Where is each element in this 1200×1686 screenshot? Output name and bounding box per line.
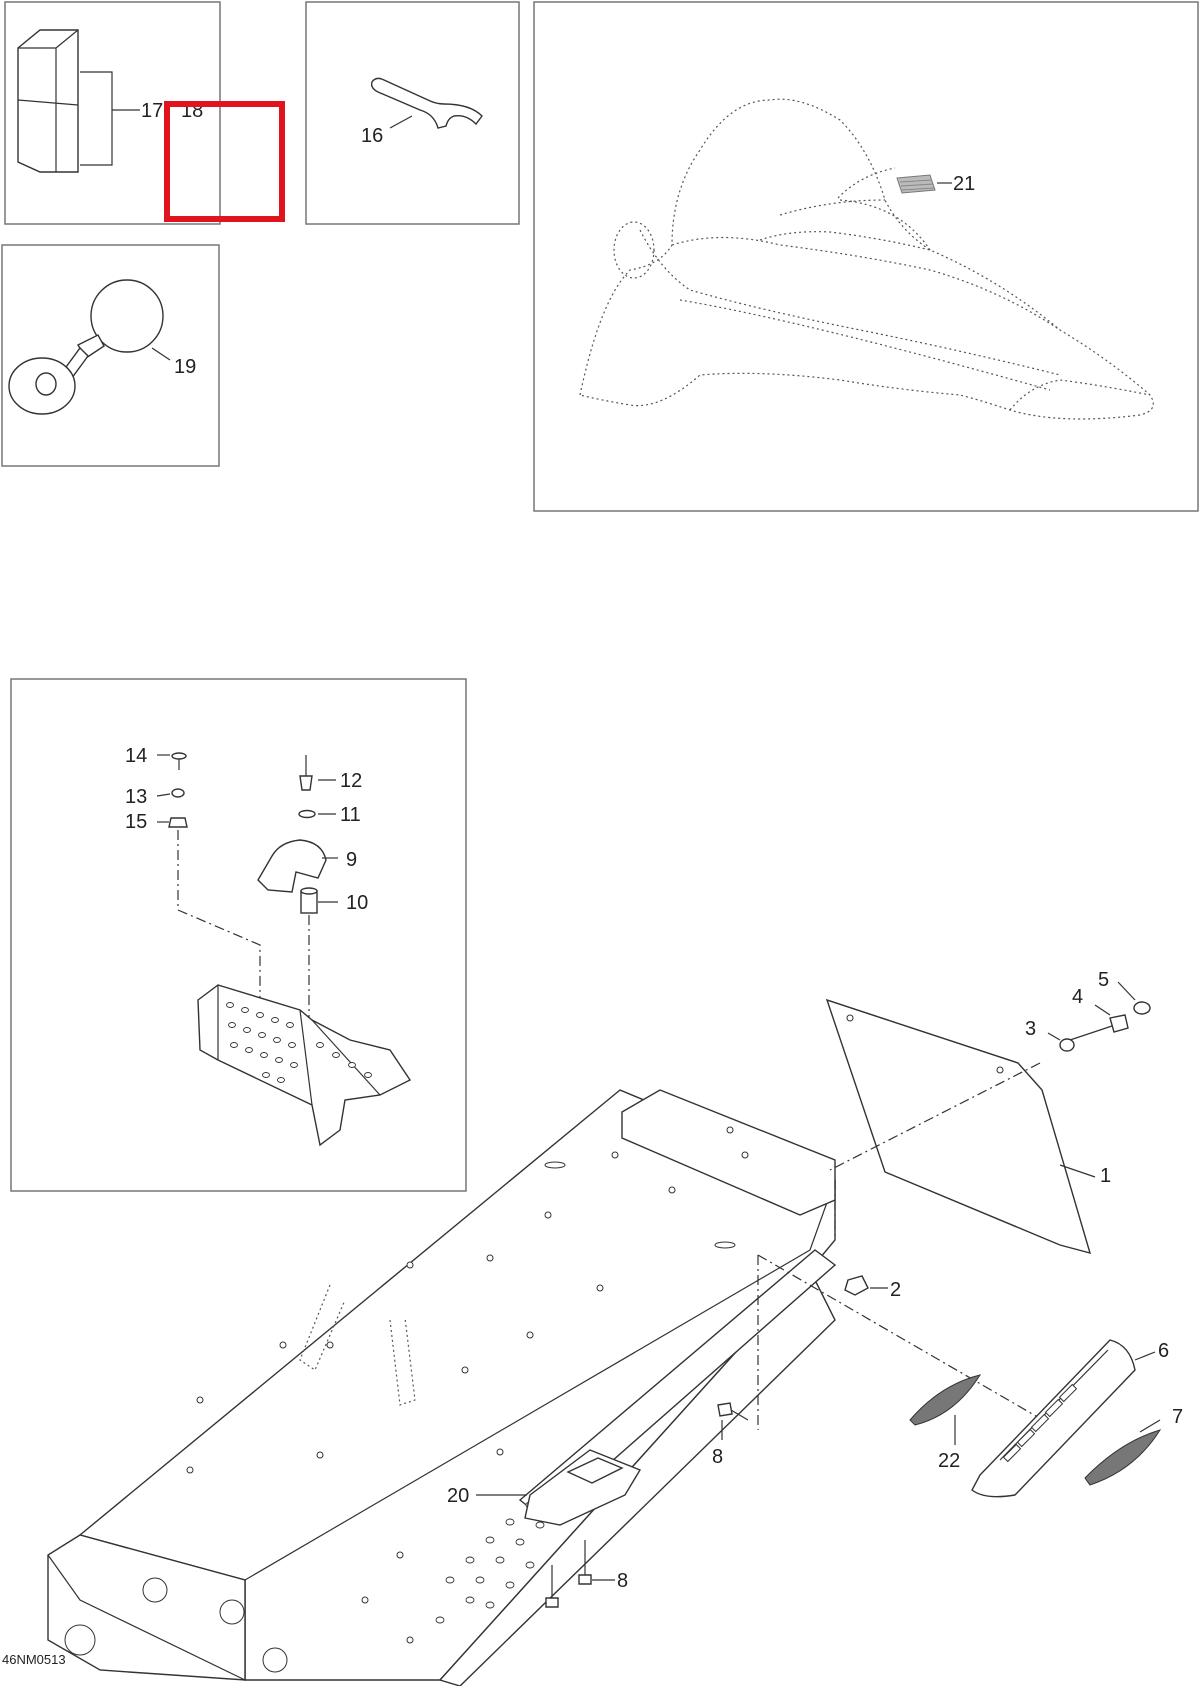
- callout-3: 3: [1025, 1018, 1036, 1040]
- screw-14-icon: [171, 752, 187, 770]
- clip-5-icon: [1133, 1001, 1151, 1015]
- screw-8-lower-icon: [545, 1540, 592, 1608]
- callout-6: 6: [1158, 1340, 1169, 1362]
- leader-3: [1047, 1032, 1061, 1041]
- washer-13-icon: [171, 788, 185, 798]
- callout-15: 15: [125, 811, 147, 833]
- decal-21-icon: [896, 174, 936, 194]
- spanner-wrench-icon: [370, 77, 483, 129]
- callout-5: 5: [1098, 969, 1109, 991]
- leader-5: [1117, 981, 1136, 1001]
- panel-item-21: 21: [533, 1, 1199, 512]
- tunnel-frame-icon: [47, 1089, 836, 1686]
- callout-17: 17: [141, 100, 163, 122]
- running-board-icon: [435, 1249, 837, 1624]
- assembly-line: [177, 830, 261, 1005]
- block-part-icon: [17, 29, 79, 173]
- leader-1: [1059, 1164, 1096, 1178]
- callout-21: 21: [953, 173, 975, 195]
- callout-22: 22: [938, 1450, 960, 1472]
- panel-items-9-15: 14 13 15 12 11 9 10: [10, 678, 467, 1192]
- leader-7: [1139, 1419, 1161, 1433]
- snowflap-1-icon: [825, 998, 1092, 1254]
- highlight-box: [164, 101, 285, 222]
- leader-19: [151, 347, 171, 361]
- snowmobile-outline-icon: [579, 98, 1154, 420]
- panel-item-19: 19: [1, 244, 220, 467]
- horn-icon: [8, 279, 164, 415]
- footrest-pad-20-icon: [524, 1449, 642, 1526]
- leader-13: [156, 793, 171, 797]
- panel-frame: [533, 1, 1199, 512]
- bracket-9-icon: [257, 839, 327, 893]
- callout-12: 12: [340, 770, 362, 792]
- callout-11: 11: [340, 804, 361, 826]
- rivet-12-icon: [299, 755, 313, 791]
- callout-8-upper: 8: [712, 1446, 723, 1468]
- callout-2: 2: [890, 1279, 901, 1301]
- grab-handle-6-icon: [971, 1339, 1136, 1498]
- callout-8-lower: 8: [617, 1570, 628, 1592]
- callout-4: 4: [1072, 986, 1083, 1008]
- callout-1: 1: [1100, 1165, 1111, 1187]
- bracket-line: [80, 71, 113, 166]
- assembly-line: [757, 1254, 1061, 1431]
- leader-4: [1094, 1004, 1111, 1016]
- panel-frame: [10, 678, 467, 1192]
- screw-8-upper-icon: [717, 1402, 749, 1421]
- panel-items-17-18: 17 18: [4, 1, 221, 225]
- bolt-4-icon: [1069, 1014, 1129, 1041]
- reflector-7-icon: [1084, 1429, 1162, 1486]
- callout-14: 14: [125, 745, 147, 767]
- callout-16: 16: [361, 125, 383, 147]
- callout-19: 19: [174, 356, 196, 378]
- leader-6: [1134, 1351, 1156, 1361]
- reflector-22-icon: [909, 1374, 982, 1426]
- nut-2-icon: [844, 1275, 869, 1296]
- panel-frame: [305, 1, 520, 225]
- document-id: 46NM0513: [2, 1652, 66, 1667]
- leader-16: [389, 115, 413, 129]
- panel-frame: [1, 244, 220, 467]
- spacer-10-icon: [300, 887, 318, 914]
- washer-11-icon: [298, 809, 316, 819]
- nut-15-icon: [168, 817, 188, 828]
- footrest-plate-icon: [197, 984, 412, 1147]
- main-assembly: 20 8 1 4 5 3 2: [47, 969, 1183, 1686]
- washer-3-icon: [1059, 1038, 1075, 1052]
- callout-10: 10: [346, 892, 368, 914]
- callout-20: 20: [447, 1485, 469, 1507]
- panel-item-16: 16: [305, 1, 520, 225]
- callout-9: 9: [346, 849, 357, 871]
- callout-7: 7: [1172, 1406, 1183, 1428]
- callout-13: 13: [125, 786, 147, 808]
